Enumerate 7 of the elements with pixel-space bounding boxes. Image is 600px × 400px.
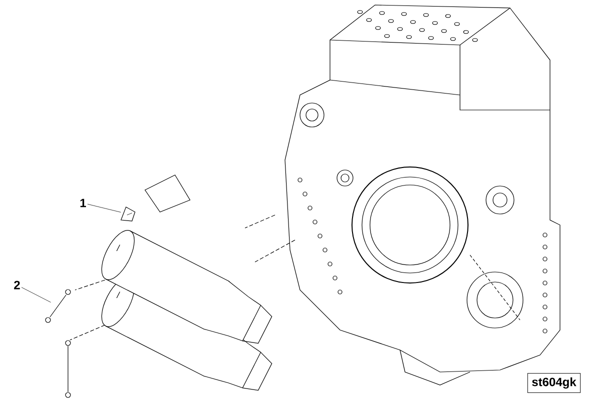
leader-line <box>21 287 51 303</box>
callout-number: 1 <box>80 198 86 208</box>
mounting-bracket <box>120 206 136 222</box>
leader-line <box>87 204 121 212</box>
drawing-code-box: st604gk <box>527 373 581 393</box>
callout-number: 2 <box>14 280 20 290</box>
ground-cable <box>45 289 71 323</box>
